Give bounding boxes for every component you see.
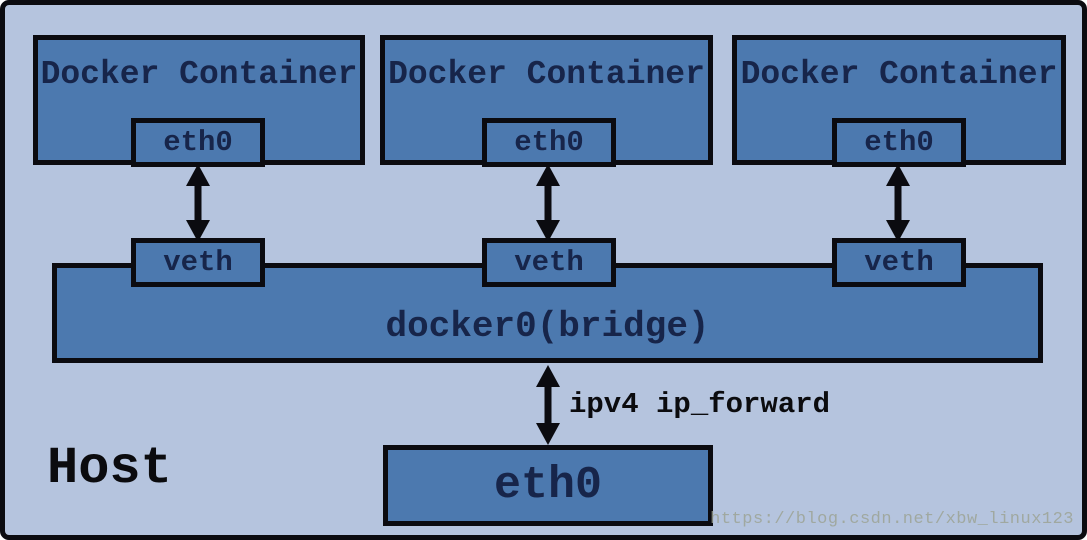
host-eth0-label: eth0 xyxy=(493,460,603,511)
veth-box-2: veth xyxy=(482,238,616,287)
veth-pair-arrow-2 xyxy=(536,164,560,242)
veth-label-2: veth xyxy=(514,246,584,279)
veth-pair-arrow-3 xyxy=(886,164,910,242)
docker-container-title-1: Docker Container xyxy=(40,56,358,93)
container-eth0-box-1: eth0 xyxy=(131,118,265,167)
container-eth0-box-3: eth0 xyxy=(832,118,966,167)
veth-box-1: veth xyxy=(131,238,265,287)
container-eth0-label-2: eth0 xyxy=(514,126,584,159)
veth-pair-arrow-1 xyxy=(186,164,210,242)
veth-label-1: veth xyxy=(163,246,233,279)
host-eth0-box: eth0 xyxy=(383,445,713,526)
docker-container-title-2: Docker Container xyxy=(388,56,705,93)
veth-box-3: veth xyxy=(832,238,966,287)
container-eth0-box-2: eth0 xyxy=(482,118,616,167)
ip-forward-arrow xyxy=(536,365,560,445)
ip-forward-label: ipv4 ip_forward xyxy=(569,388,831,421)
veth-label-3: veth xyxy=(864,246,934,279)
host-label: Host xyxy=(47,439,172,498)
docker0-bridge-label: docker0(bridge) xyxy=(385,305,710,347)
container-eth0-label-3: eth0 xyxy=(864,126,934,159)
docker-container-title-3: Docker Container xyxy=(740,56,1058,93)
container-eth0-label-1: eth0 xyxy=(163,126,233,159)
docker-container-box-3: Docker Container xyxy=(732,35,1066,165)
watermark-url: https://blog.csdn.net/xbw_linux123 xyxy=(710,510,1074,529)
